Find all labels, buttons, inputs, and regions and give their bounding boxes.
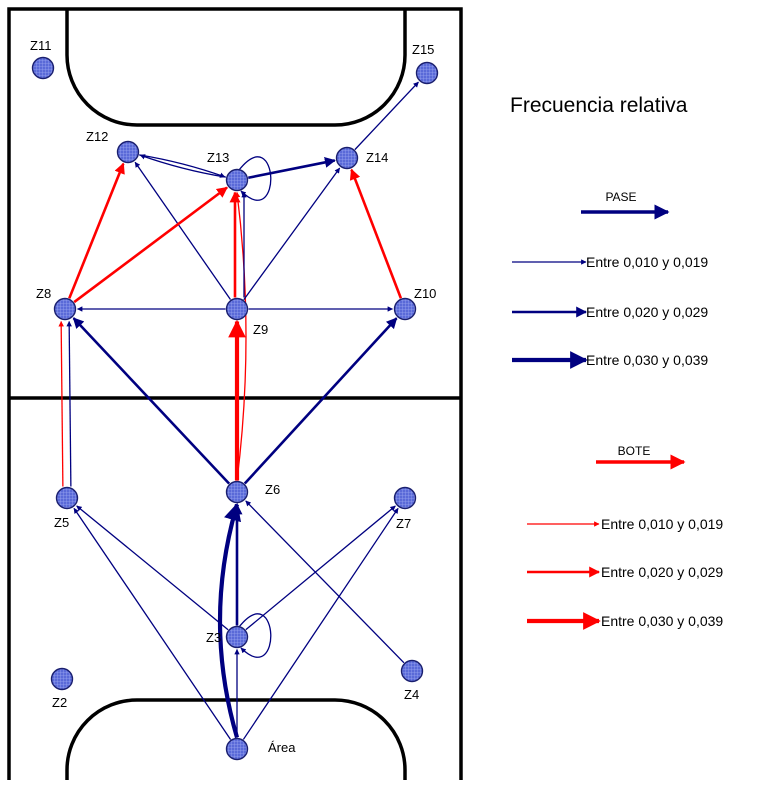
zone-node-z9 — [225, 297, 249, 321]
zone-label-z4: Z4 — [404, 687, 419, 702]
zone-label-z3: Z3 — [206, 630, 221, 645]
legend-row-pase-3: Entre 0,030 y 0,039 — [512, 351, 708, 369]
arrow-bote-z8-to-z12 — [68, 162, 125, 299]
arrow-pase-z3-to-z7 — [245, 505, 396, 631]
arrow-pase-area-to-z7 — [242, 507, 399, 740]
zone-label-z13: Z13 — [207, 150, 229, 165]
zone-label-z10: Z10 — [414, 286, 436, 301]
arrow-pase-z6-to-z10 — [243, 317, 398, 485]
zone-node-z15 — [415, 61, 439, 85]
legend-row-bote-3: Entre 0,030 y 0,039 — [527, 612, 723, 630]
legend-row-label: Entre 0,030 y 0,039 — [586, 352, 708, 368]
zone-label-z15: Z15 — [412, 42, 434, 57]
bottom-goal-area — [65, 698, 407, 785]
zone-node-z14 — [335, 146, 359, 170]
arrow-pase-z12-to-z13 — [139, 154, 226, 178]
zone-label-z9: Z9 — [253, 322, 268, 337]
zone-label-z7: Z7 — [396, 516, 411, 531]
legend-row-bote-2: Entre 0,020 y 0,029 — [527, 564, 723, 580]
zone-node-z11 — [31, 56, 55, 80]
zone-markers — [31, 56, 439, 761]
legend-row-label: Entre 0,010 y 0,019 — [586, 254, 708, 270]
zone-label-z12: Z12 — [86, 129, 108, 144]
arrow-pase-z13-to-z14 — [248, 157, 336, 180]
zone-node-z4 — [400, 659, 424, 683]
zone-node-z8 — [53, 297, 77, 321]
top-goal-area — [65, 9, 407, 127]
legend-row-label: Entre 0,010 y 0,019 — [601, 516, 723, 532]
zone-label-z5: Z5 — [54, 515, 69, 530]
legend-row-label: Entre 0,020 y 0,029 — [601, 564, 723, 580]
zone-node-z3 — [225, 625, 249, 649]
zone-label-z11: Z11 — [30, 38, 51, 53]
legend-row-bote-1: Entre 0,010 y 0,019 — [527, 516, 723, 532]
zone-node-z7 — [393, 486, 417, 510]
arrow-bote-z10-to-z14 — [349, 168, 403, 299]
legend-row-pase-1: Entre 0,010 y 0,019 — [512, 254, 708, 270]
arrow-pase-z5-to-z8 — [66, 320, 72, 487]
zone-node-z2 — [50, 667, 74, 691]
zone-label-z2: Z2 — [52, 695, 67, 710]
arrow-pase-area-to-z6 — [217, 502, 242, 739]
arrow-bote-z6-to-z13 — [234, 191, 247, 481]
zone-label-area: Área — [268, 740, 296, 755]
zone-node-z10 — [393, 297, 417, 321]
legend-row-pase-2: Entre 0,020 y 0,029 — [512, 304, 708, 320]
arrow-pase-z4-to-z6 — [245, 500, 405, 664]
arrow-pase-z13-to-z12 — [139, 154, 226, 178]
arrow-pase-z14-to-z15 — [354, 81, 419, 151]
zone-node-z12 — [116, 140, 140, 164]
zone-label-z14: Z14 — [366, 150, 388, 165]
legend-title: Frecuencia relativa — [510, 94, 688, 117]
arrow-bote-z8-to-z13 — [73, 186, 228, 304]
arrow-bote-z5-to-z8 — [58, 320, 64, 487]
arrow-pase-z3-to-z3 — [238, 613, 272, 658]
arrow-pase-area-to-z5 — [73, 507, 232, 740]
arrow-pase-z6-to-z8 — [72, 317, 231, 485]
zone-node-z13 — [225, 168, 249, 192]
transition-arrows — [58, 81, 419, 740]
zone-label-z6: Z6 — [265, 482, 280, 497]
zone-label-z8: Z8 — [36, 286, 51, 301]
arrow-pase-z13-to-z13 — [238, 156, 272, 201]
arrow-pase-z3-to-z5 — [76, 505, 229, 631]
legend-row-label: Entre 0,030 y 0,039 — [601, 613, 723, 629]
legend: Frecuencia relativa PASE Entre 0,010 y 0… — [510, 94, 723, 630]
legend-row-label: Entre 0,020 y 0,029 — [586, 304, 708, 320]
arrow-pase-z9-to-z14 — [243, 167, 341, 301]
bote-heading: BOTE — [618, 444, 651, 458]
arrow-pase-z9-to-z12 — [134, 161, 231, 300]
pase-heading: PASE — [605, 190, 636, 204]
zone-node-z5 — [55, 486, 79, 510]
zone-node-area — [225, 737, 249, 761]
zone-node-z6 — [225, 480, 249, 504]
